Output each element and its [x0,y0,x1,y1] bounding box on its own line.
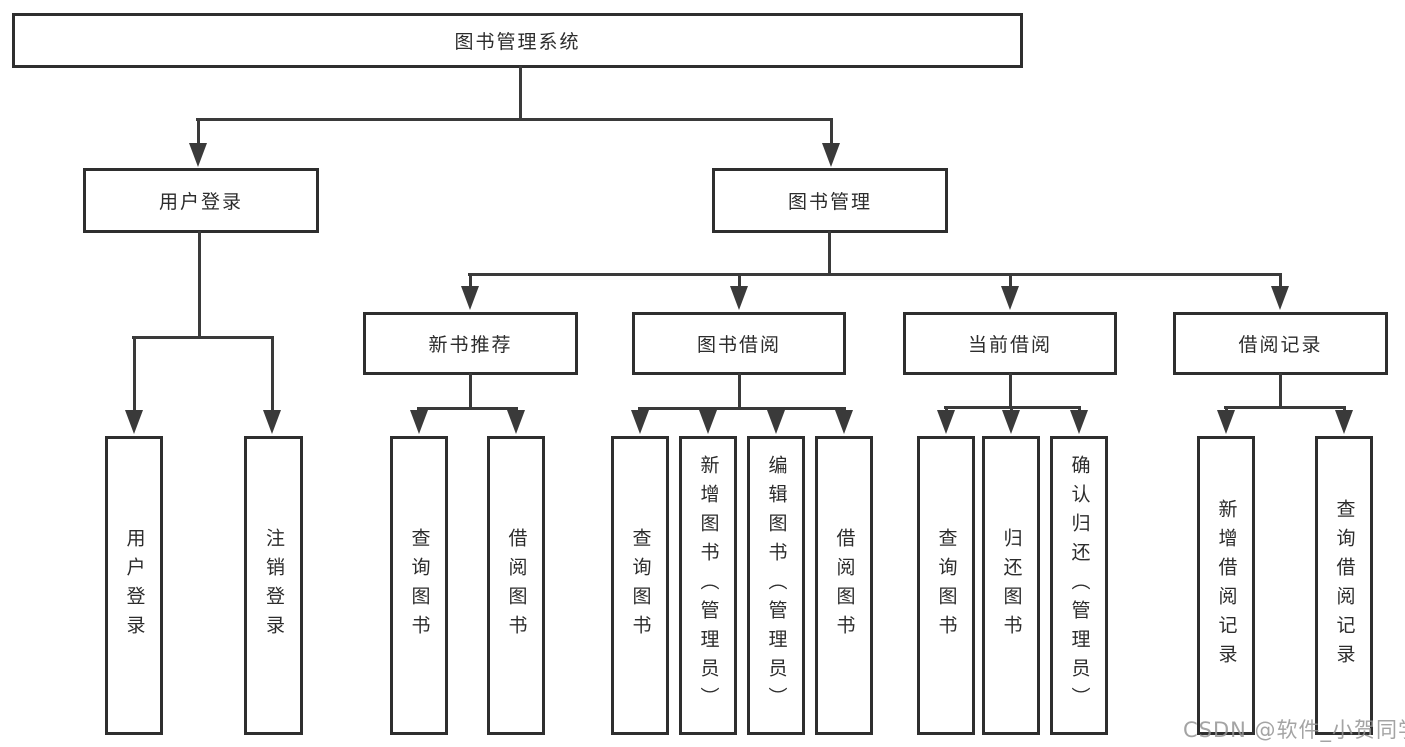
node-label: 查询图书 [408,527,431,644]
connector-line [1009,373,1012,408]
node-book-management: 图书管理 [712,168,948,233]
connector-line [1224,406,1346,409]
connector-arrow [189,121,207,167]
connector-arrow [507,409,525,434]
node-label: 用户登录 [158,191,243,213]
node-library-management-system: 图书管理系统 [12,13,1023,68]
node-current-borrowing: 当前借阅 [903,312,1117,375]
node-borrowing-records: 借阅记录 [1173,312,1388,375]
connector-arrow [1001,276,1019,310]
connector-line [417,407,518,410]
node-label: 图书管理 [787,191,872,213]
node-label: 新增借阅记录 [1215,498,1238,673]
connector-arrow [767,409,785,434]
connector-arrow [1335,408,1353,434]
leaf-borrow-books-borrowing: 借阅图书 [815,436,873,735]
leaf-edit-book-admin: 编辑图书（管理员） [747,436,805,735]
node-user-login-branch: 用户登录 [83,168,319,233]
node-label: 注销登录 [263,527,285,644]
connector-arrow [937,408,955,434]
connector-arrow [263,339,281,434]
connector-line [132,336,274,339]
leaf-add-borrow-record: 新增借阅记录 [1197,436,1255,735]
node-label: 当前借阅 [967,334,1052,356]
leaf-logout: 注销登录 [244,436,303,735]
connector-arrow [1070,408,1088,434]
node-label: 新书推荐 [428,334,513,356]
connector-line [469,373,472,409]
node-label: 编辑图书（管理员） [765,455,788,716]
leaf-confirm-return-admin: 确认归还（管理员） [1050,436,1108,735]
connector-arrow [631,409,649,434]
csdn-watermark: CSDN @软件_小贺同学 [1183,718,1405,742]
connector-arrow [461,276,479,310]
node-label: 查询图书 [935,527,958,644]
connector-line [638,407,846,410]
node-label: 借阅图书 [833,527,856,644]
connector-line [1279,373,1282,408]
connector-arrow [822,121,840,167]
leaf-query-borrow-record: 查询借阅记录 [1315,436,1373,735]
connector-line [198,231,201,339]
node-label: 用户登录 [123,527,146,644]
connector-arrow [1002,408,1020,434]
connector-line [944,406,1081,409]
connector-arrow [1217,408,1235,434]
node-label: 新增图书（管理员） [697,455,720,716]
node-label: 借阅记录 [1238,334,1323,356]
node-label: 查询借阅记录 [1333,498,1356,673]
node-label: 图书借阅 [696,334,781,356]
node-label: 归还图书 [1000,527,1023,644]
node-label: 查询图书 [629,527,652,644]
connector-arrow [125,339,143,434]
connector-line [468,273,1282,276]
leaf-borrow-books-recommend: 借阅图书 [487,436,545,735]
node-label: 图书管理系统 [454,31,581,53]
leaf-query-books-current: 查询图书 [917,436,975,735]
node-new-book-recommend: 新书推荐 [363,312,578,375]
leaf-add-book-admin: 新增图书（管理员） [679,436,737,735]
node-book-borrowing: 图书借阅 [632,312,846,375]
connector-line [196,118,833,121]
connector-arrow [699,409,717,434]
connector-arrow [410,409,428,434]
leaf-query-books-borrowing: 查询图书 [611,436,669,735]
connector-arrow [1271,276,1289,310]
node-label: 借阅图书 [505,527,528,644]
connector-arrow [730,276,748,310]
connector-line [738,373,741,409]
leaf-user-login: 用户登录 [105,436,163,735]
connector-line [828,231,831,275]
leaf-return-books: 归还图书 [982,436,1040,735]
connector-line [519,66,522,121]
leaf-query-books-recommend: 查询图书 [390,436,448,735]
node-label: 确认归还（管理员） [1068,455,1091,716]
connector-arrow [835,409,853,434]
